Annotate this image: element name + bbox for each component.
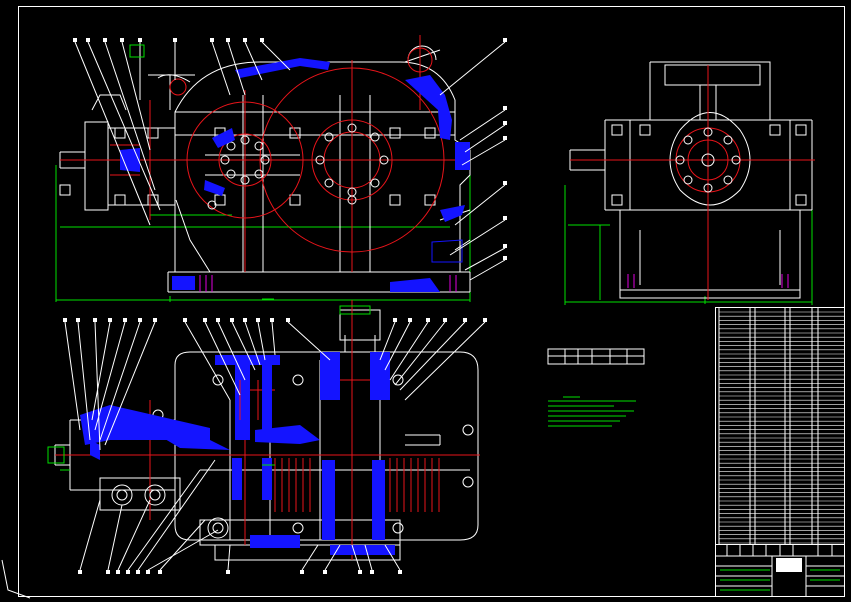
- balloon-mark: [126, 570, 130, 574]
- plan-bolt-holes: [111, 374, 474, 539]
- balloon-mark: [503, 244, 507, 248]
- balloon-mark: [73, 38, 77, 42]
- balloon-mark: [323, 570, 327, 574]
- balloon-mark: [393, 318, 397, 322]
- balloon-mark: [76, 318, 80, 322]
- balloon-mark: [358, 570, 362, 574]
- balloon-mark: [136, 570, 140, 574]
- balloon-mark: [63, 318, 67, 322]
- balloon-mark: [230, 318, 234, 322]
- technical-characteristics-table: [547, 348, 645, 365]
- balloon-mark: [256, 318, 260, 322]
- balloon-mark: [408, 318, 412, 322]
- side-elevation-view: [564, 61, 815, 305]
- front-elevation-view: [55, 35, 506, 302]
- balloon-mark: [173, 38, 177, 42]
- plan-section-view: [47, 300, 486, 571]
- balloon-mark: [503, 181, 507, 185]
- balloon-mark: [503, 256, 507, 260]
- sheet-frame: [18, 6, 845, 597]
- balloon-mark: [300, 570, 304, 574]
- balloon-mark: [183, 318, 187, 322]
- balloon-mark: [260, 38, 264, 42]
- balloon-mark: [286, 318, 290, 322]
- side-bolt-holes: [611, 124, 807, 206]
- balloon-mark: [483, 318, 487, 322]
- balloon-mark: [370, 570, 374, 574]
- balloon-mark: [153, 318, 157, 322]
- balloon-mark: [106, 570, 110, 574]
- balloon-mark: [108, 318, 112, 322]
- plan-section-fill: [80, 352, 395, 555]
- front-gear-circles: [60, 35, 470, 272]
- title-block: [715, 544, 845, 597]
- front-leader-lines: [74, 41, 506, 281]
- plan-leader-lines: [64, 321, 486, 571]
- balloon-mark: [138, 38, 142, 42]
- balloon-mark: [93, 318, 97, 322]
- balloon-mark: [78, 570, 82, 574]
- balloon-mark: [158, 570, 162, 574]
- balloon-mark: [503, 216, 507, 220]
- balloon-mark: [103, 38, 107, 42]
- balloon-mark: [210, 38, 214, 42]
- side-housing-outline: [569, 61, 813, 299]
- balloon-mark: [443, 318, 447, 322]
- front-green-details: [129, 44, 145, 58]
- balloon-mark: [123, 318, 127, 322]
- front-dimension-lines: [55, 165, 471, 302]
- balloon-mark: [146, 570, 150, 574]
- balloon-mark: [138, 318, 142, 322]
- balloon-mark: [116, 570, 120, 574]
- balloon-mark: [503, 106, 507, 110]
- balloon-mark: [226, 570, 230, 574]
- balloon-mark: [503, 121, 507, 125]
- balloon-mark: [120, 38, 124, 42]
- front-bolt-marks: [199, 275, 457, 292]
- balloon-mark: [503, 136, 507, 140]
- technical-requirements-notes: [548, 396, 636, 427]
- side-bolt-marks: [627, 274, 789, 288]
- balloon-mark: [426, 318, 430, 322]
- balloon-mark: [243, 38, 247, 42]
- front-bolt-circle-holes: [207, 123, 389, 210]
- parts-list-table: [715, 307, 845, 545]
- balloon-mark: [398, 570, 402, 574]
- plan-gear-hatching: [239, 380, 440, 512]
- balloon-mark: [463, 318, 467, 322]
- balloon-mark: [203, 318, 207, 322]
- balloon-mark: [243, 318, 247, 322]
- balloon-mark: [270, 318, 274, 322]
- sheet-corner-mark: [1, 559, 31, 599]
- plan-green-details: [47, 305, 371, 471]
- balloon-mark: [216, 318, 220, 322]
- balloon-mark: [226, 38, 230, 42]
- balloon-mark: [503, 38, 507, 42]
- balloon-mark: [86, 38, 90, 42]
